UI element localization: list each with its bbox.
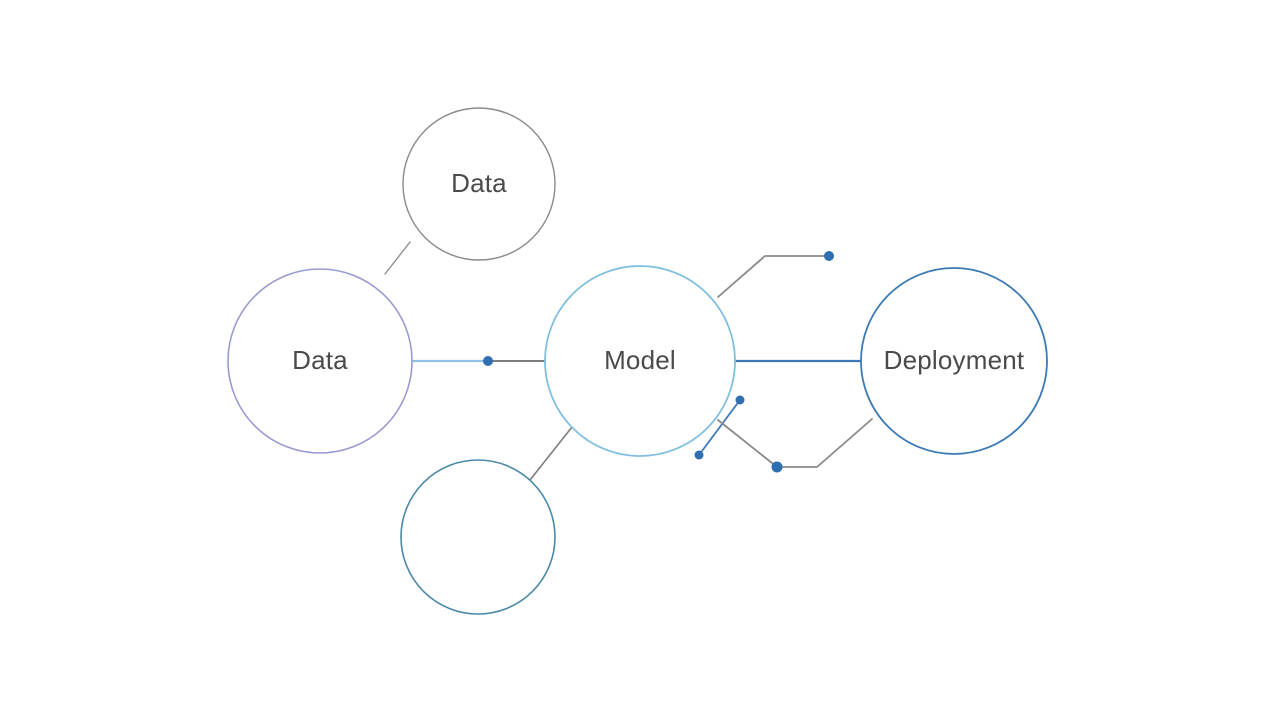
node-model[interactable]: Model bbox=[544, 265, 736, 457]
node-circle-data-left[interactable] bbox=[227, 268, 413, 454]
edges-layer bbox=[384, 241, 873, 481]
edge-model-lower-right-branch bbox=[717, 418, 873, 468]
junction-dot-lower-branch bbox=[771, 461, 783, 473]
edge-model-upper-right-branch bbox=[717, 255, 830, 298]
edge-model-short-blue-stub bbox=[698, 399, 741, 456]
node-data-top[interactable]: Data bbox=[402, 107, 556, 261]
node-deployment[interactable]: Deployment bbox=[860, 267, 1048, 455]
node-label-model: Model bbox=[604, 345, 676, 375]
terminal-dot-stub-top bbox=[735, 395, 745, 405]
dots-layer bbox=[483, 251, 834, 473]
terminal-dot-stub-bottom bbox=[694, 450, 704, 460]
node-circle-data-top[interactable] bbox=[402, 107, 556, 261]
node-label-deployment: Deployment bbox=[884, 345, 1025, 375]
node-circle-deployment[interactable] bbox=[860, 267, 1048, 455]
edge-model-to-unlabeled-bottom bbox=[529, 426, 573, 481]
node-data-left[interactable]: Data bbox=[227, 268, 413, 454]
node-circle-unlabeled-bottom[interactable] bbox=[400, 459, 556, 615]
node-label-data-top: Data bbox=[451, 168, 507, 198]
edge-data-top-to-data-left bbox=[384, 241, 411, 275]
node-circle-model[interactable] bbox=[544, 265, 736, 457]
node-label-data-left: Data bbox=[292, 345, 348, 375]
node-unlabeled-bottom[interactable] bbox=[400, 459, 556, 615]
terminal-dot-upper-right bbox=[824, 251, 834, 261]
junction-dot-data-model bbox=[483, 356, 493, 366]
